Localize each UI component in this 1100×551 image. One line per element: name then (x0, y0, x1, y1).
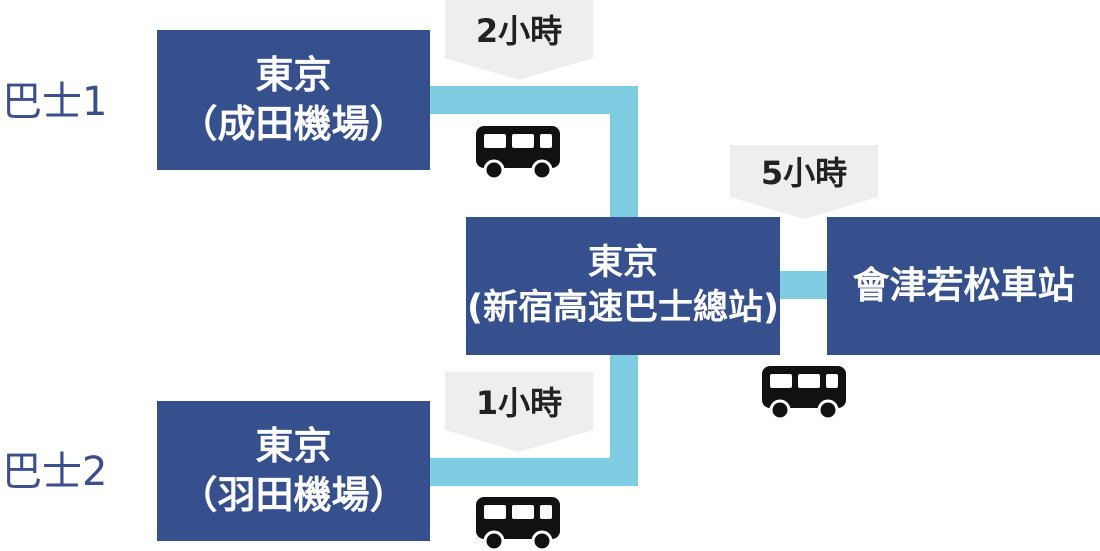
duration-pointer-narita (445, 58, 593, 80)
duration-text-narita: 2小時 (445, 0, 593, 58)
route-label-bus1: 巴士1 (2, 79, 108, 125)
node-haneda-line2: （羽田機場） (179, 473, 408, 517)
node-narita-line2: （成田機場） (179, 102, 408, 146)
connector-narita-horizontal (430, 86, 638, 114)
node-aizu: 會津若松車站 (827, 217, 1100, 355)
route-label-bus2: 巴士2 (2, 449, 108, 495)
connector-narita-vertical (610, 86, 638, 218)
node-haneda-line1: 東京 (255, 423, 332, 468)
node-aizu-line1: 會津若松車站 (852, 263, 1075, 307)
node-narita: 東京 （成田機場） (157, 30, 430, 170)
duration-tag-aizu: 5小時 (730, 145, 878, 219)
connector-haneda-horizontal (430, 458, 638, 486)
duration-pointer-haneda (445, 430, 593, 452)
duration-tag-haneda: 1小時 (445, 372, 593, 452)
duration-text-haneda: 1小時 (445, 372, 593, 430)
duration-tag-narita: 2小時 (445, 0, 593, 80)
node-haneda: 東京 （羽田機場） (157, 401, 430, 541)
node-narita-line1: 東京 (255, 52, 332, 97)
node-shinjuku-line2: (新宿高速巴士總站) (467, 288, 779, 328)
node-shinjuku-line1: 東京 (587, 242, 658, 283)
duration-text-aizu: 5小時 (730, 145, 878, 197)
duration-pointer-aizu (730, 197, 878, 219)
connector-shinjuku-aizu (780, 271, 827, 299)
node-shinjuku: 東京 (新宿高速巴士總站) (466, 217, 780, 355)
bus-icon (476, 126, 560, 180)
bus-icon (476, 497, 560, 551)
bus-icon (762, 366, 846, 420)
